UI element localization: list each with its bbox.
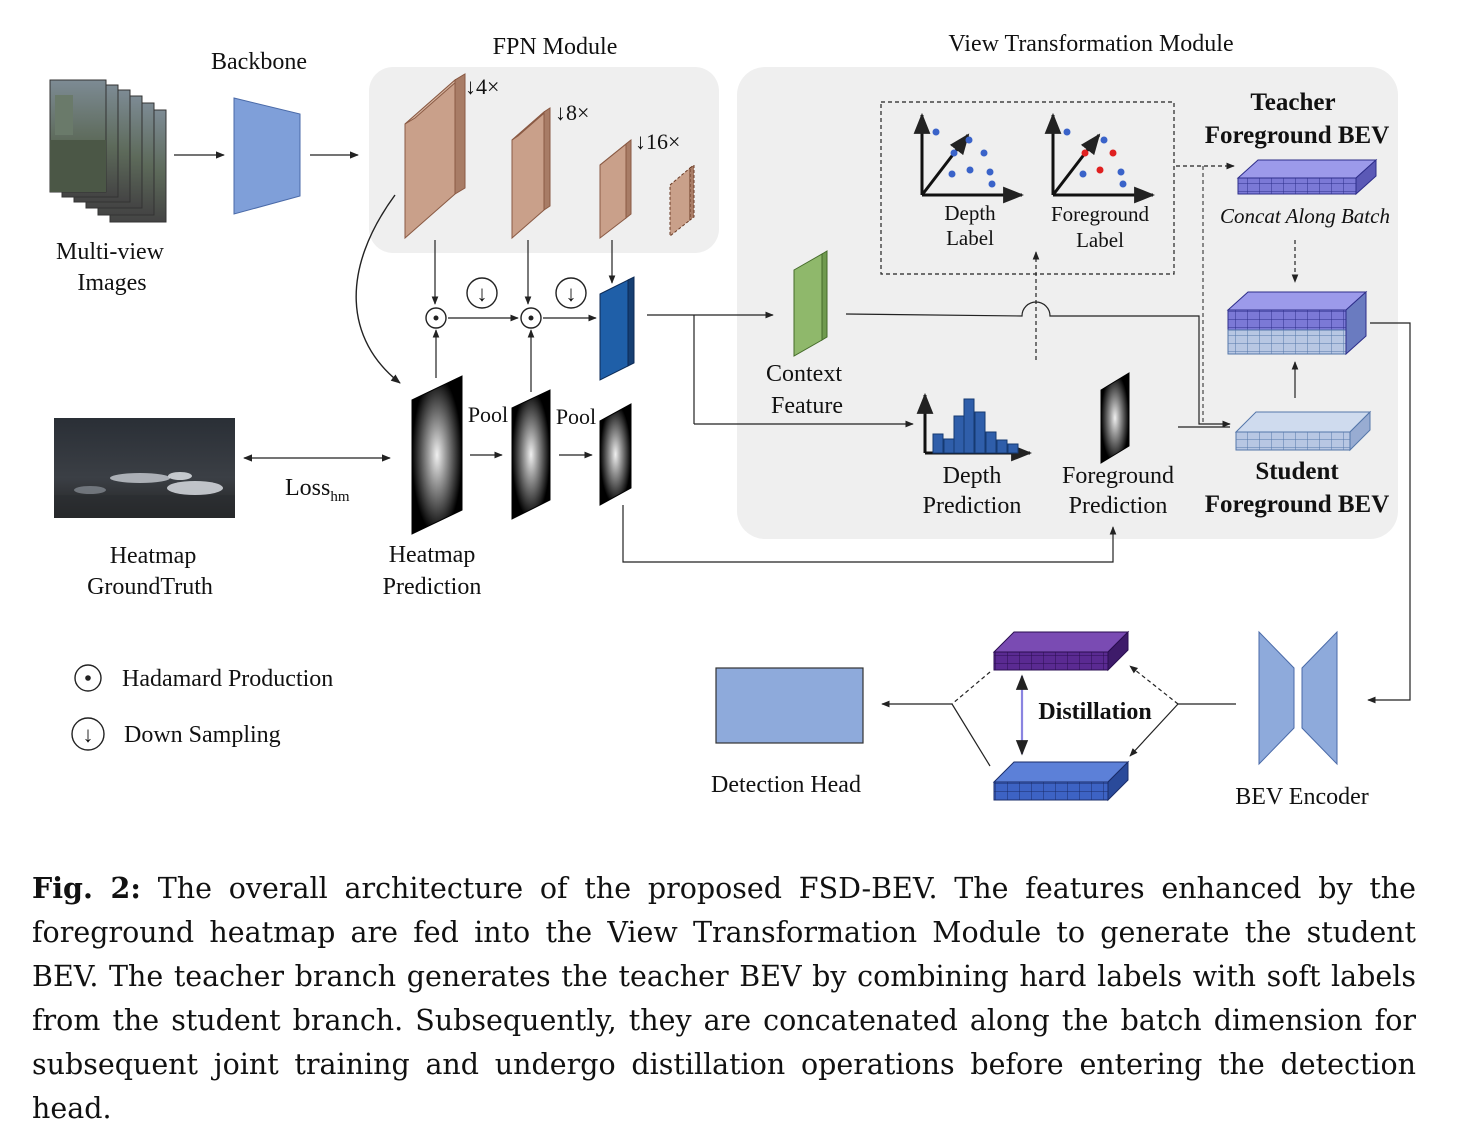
pool-label-1: Pool: [468, 402, 508, 427]
line-context-to-bev: [845, 301, 1231, 428]
concatenated-bev-block: [1226, 290, 1368, 356]
heatmap-gt-label-line1: Heatmap: [110, 543, 197, 569]
figure-caption: Fig. 2: The overall architecture of the …: [32, 866, 1416, 1131]
distill-teacher-bev: [992, 630, 1130, 672]
fpn-feature-16x: [599, 138, 632, 240]
depth-label-plot: [913, 112, 1025, 204]
downsample-op-2: [555, 277, 587, 309]
view-transformation-title: View Transformation Module: [948, 31, 1233, 57]
fused-feature: [599, 276, 635, 381]
arrow-distill-up: [1129, 665, 1179, 705]
concat-label: Concat Along Batch: [1220, 204, 1390, 228]
downsample-symbol-2: ↓: [566, 281, 577, 306]
teacher-line2: Foreground BEV: [1205, 122, 1390, 149]
loss-sub: hm: [330, 489, 350, 505]
student-line2: Foreground BEV: [1205, 491, 1390, 518]
fg-label-line2: Label: [1076, 228, 1124, 252]
student-line1: Student: [1255, 458, 1339, 485]
depth-pred-line2: Prediction: [923, 493, 1022, 519]
arrow-heatmap-to-fg-prediction: [622, 505, 1117, 563]
fpn-feature-8x: [511, 107, 551, 240]
architecture-diagram: FPN Module View Transformation Module Ba…: [49, 31, 1411, 810]
fpn-feature-4x: [404, 73, 466, 240]
fpn-feature-dashed: [669, 164, 695, 238]
arrow-concat-to-bev-encoder: [1367, 322, 1411, 704]
distill-student-bev: [992, 760, 1130, 802]
scale-8x-label: ↓8×: [555, 100, 589, 125]
scale-16x-label: ↓16×: [635, 129, 680, 154]
heatmap-groundtruth-image: [54, 418, 235, 518]
heatmap-gt-label-line2: GroundTruth: [87, 574, 213, 600]
scale-4x-label: ↓4×: [465, 74, 499, 99]
legend-downsample-text: Down Sampling: [124, 722, 281, 748]
legend-hadamard-text: Hadamard Production: [122, 666, 333, 692]
detection-head-block: [715, 667, 864, 744]
heatmap-prediction-medium: [511, 389, 551, 520]
line-distill-bottom-out: [951, 703, 991, 767]
context-label-line1: Context: [766, 361, 842, 387]
backbone-block: [233, 97, 301, 215]
view-transformation-panel: [737, 67, 1398, 539]
legend-hadamard-dot: [85, 675, 91, 681]
legend-downsample-symbol: ↓: [83, 722, 94, 747]
context-label-line2: Feature: [771, 393, 843, 419]
heatmap-prediction-large: [411, 375, 463, 535]
fg-pred-line1: Foreground: [1062, 463, 1174, 489]
multiview-images: [49, 79, 167, 223]
depth-label-line2: Label: [946, 226, 994, 250]
detection-head-label: Detection Head: [711, 772, 861, 798]
line-distill-top-out: [951, 671, 991, 705]
legend-downsample-icon: [71, 717, 105, 751]
heatmap-pred-label-line1: Heatmap: [389, 542, 476, 568]
hadamard-dot-2: [528, 315, 534, 321]
context-feature: [793, 250, 828, 357]
depth-label-line1: Depth: [944, 201, 996, 225]
hadamard-dot-1: [433, 315, 439, 321]
multiview-label-line1: Multi-view: [56, 239, 165, 265]
arrow-fpn-to-heatmap: [355, 194, 401, 384]
fg-pred-line2: Prediction: [1069, 493, 1168, 519]
foreground-label-plot: [1044, 112, 1156, 204]
fg-label-line1: Foreground: [1051, 202, 1149, 226]
fpn-module-title: FPN Module: [493, 34, 618, 60]
backbone-title: Backbone: [211, 49, 307, 75]
pool-label-2: Pool: [556, 404, 596, 429]
depth-prediction-histogram: [916, 392, 1033, 462]
downsample-symbol-1: ↓: [477, 281, 488, 306]
teacher-line1: Teacher: [1250, 89, 1335, 116]
depth-pred-line1: Depth: [943, 463, 1002, 489]
heatmap-pred-label-line2: Prediction: [383, 574, 482, 600]
foreground-prediction: [1100, 372, 1130, 464]
loss-label: Losshm: [285, 475, 350, 505]
legend: Hadamard Production ↓ Down Sampling: [71, 664, 333, 751]
teacher-bev-block: [1236, 158, 1378, 196]
loss-main: Loss: [285, 475, 330, 501]
label-box: [880, 101, 1175, 275]
bev-encoder-block: [1258, 630, 1338, 766]
student-bev-block: [1234, 410, 1372, 452]
multiview-label-line2: Images: [77, 270, 146, 296]
arrow-distill-down: [1129, 703, 1179, 757]
downsample-op-1: [466, 277, 498, 309]
bev-encoder-label: BEV Encoder: [1235, 784, 1369, 810]
distillation-label: Distillation: [1038, 699, 1151, 725]
caption-prefix: Fig. 2:: [32, 871, 141, 905]
caption-text: The overall architecture of the proposed…: [32, 872, 1417, 1125]
heatmap-prediction-small: [599, 403, 632, 506]
